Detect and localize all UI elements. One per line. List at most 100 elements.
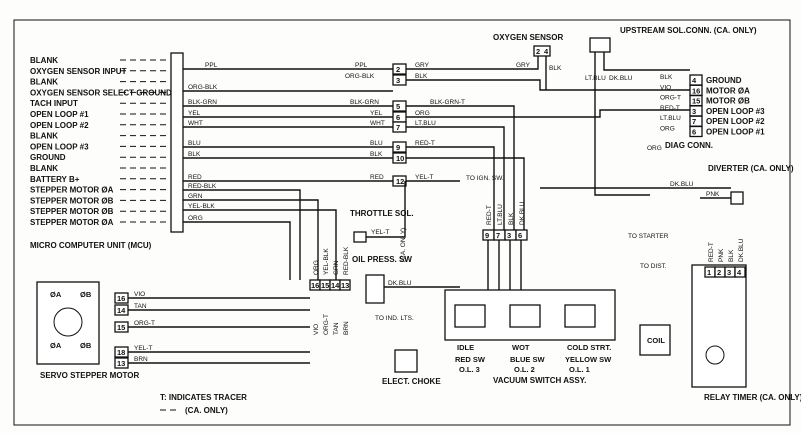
- mid-pin-num: 12: [396, 177, 404, 186]
- vac-switch-name: BLUE SW: [510, 355, 546, 364]
- svg-text:WHT: WHT: [370, 120, 385, 127]
- mcu-pin-label: GROUND: [30, 153, 66, 162]
- wire-yel-1: YEL: [188, 110, 201, 117]
- servo-wire-label: VIO: [134, 291, 145, 298]
- mcu-pin-label: OPEN LOOP #2: [30, 121, 89, 130]
- vac-switch: [509, 304, 541, 328]
- diagram-frame: [13, 19, 791, 426]
- ign-label: TO IGN. SW.: [466, 175, 504, 182]
- mcu-pin-label: OPEN LOOP #3: [30, 142, 89, 151]
- svg-text:4: 4: [544, 47, 549, 56]
- motor-pin-num: 15: [321, 281, 329, 290]
- svg-text:GRY: GRY: [516, 62, 531, 69]
- starter-label: TO STARTER: [628, 233, 669, 240]
- svg-text:YEL-T: YEL-T: [415, 174, 433, 181]
- mcu-connector: [170, 52, 184, 233]
- mcu-pin-label: BLANK: [30, 78, 58, 87]
- motor-wire-label: ORG: [313, 260, 320, 275]
- wire-orgblk-1: ORG-BLK: [188, 84, 218, 91]
- throttle-sol: [353, 231, 367, 243]
- svg-text:DK.BLU: DK.BLU: [388, 280, 412, 287]
- motor-connector: 16ORGVIO15YEL-BLKORG-T14GRNTAN13RED-BLKB…: [309, 246, 351, 335]
- motor-pin-num: 16: [311, 281, 319, 290]
- vac-wire-label: LT.BLU: [497, 204, 504, 225]
- relay-wire-label: DK.BLU: [738, 238, 745, 262]
- mcu-wires: [183, 68, 393, 280]
- motor-wire-label: RED-BLK: [343, 246, 350, 275]
- right-pin-num: 4: [692, 76, 697, 85]
- mcu-pin-label: OXYGEN SENSOR SELECT GROUND: [30, 88, 172, 97]
- vac-wire-label: RED-T: [486, 205, 493, 225]
- oil-press-switch: [365, 274, 385, 304]
- wire-blk-1: BLK: [188, 151, 201, 158]
- mcu-pin-label: TACH INPUT: [30, 99, 78, 108]
- servo-wire-label: ORG-T: [134, 320, 155, 327]
- right-pin-num: 16: [692, 86, 700, 95]
- vac-switch: [454, 304, 486, 328]
- vacuum-title: VACUUM SWITCH ASSY.: [493, 376, 586, 385]
- servo-phase-label: ØA: [50, 290, 62, 299]
- relay-title: RELAY TIMER (CA. ONLY): [704, 393, 801, 402]
- right-pin-label: OPEN LOOP #1: [706, 128, 765, 137]
- motor-pin-num: 14: [331, 281, 340, 290]
- diverter-title: DIVERTER (CA. ONLY): [708, 164, 794, 173]
- right-pin-num: 15: [692, 97, 700, 106]
- motor-pin-num: 13: [341, 281, 349, 290]
- mid-pin-num: 2: [396, 65, 400, 74]
- servo-phase-label: ØB: [80, 341, 92, 350]
- mcu-pin-list: BLANK1OXYGEN SENSOR INPUT2BLANK3OXYGEN S…: [30, 56, 183, 227]
- mcu-pin-label: STEPPER MOTOR ØA: [30, 186, 114, 195]
- mcu-pin-label: OXYGEN SENSOR INPUT: [30, 67, 127, 76]
- servo-phase-label: ØB: [80, 290, 92, 299]
- svg-text:2: 2: [536, 47, 540, 56]
- wire-org-1: ORG: [188, 215, 203, 222]
- vac-switch-state: COLD STRT.: [567, 343, 611, 352]
- servo-pin-num: 16: [117, 294, 125, 303]
- svg-text:BLK: BLK: [370, 151, 383, 158]
- svg-text:PNK: PNK: [706, 191, 720, 198]
- relay-pin-num: 2: [717, 268, 721, 277]
- legend-tracer: T: INDICATES TRACER: [160, 393, 247, 402]
- mcu-title: MICRO COMPUTER UNIT (MCU): [30, 241, 152, 250]
- svg-text:DK.BLU: DK.BLU: [670, 181, 694, 188]
- right-pin-wire: BLK: [660, 74, 673, 81]
- wire-ppl-1: PPL: [205, 62, 218, 69]
- mcu-pin-label: BLANK: [30, 56, 58, 65]
- vac-pin-num: 6: [518, 231, 522, 240]
- mcu-pin-label: STEPPER MOTOR ØB: [30, 196, 114, 205]
- relay-pin-box: [734, 266, 746, 278]
- servo-pin-num: 18: [117, 348, 125, 357]
- motor-wire-label: YEL-BLK: [323, 248, 330, 275]
- oil-press-to: TO IND. LTS.: [375, 315, 414, 322]
- vac-switch-name: YELLOW SW: [565, 355, 612, 364]
- oxygen-sensor-connector: [533, 45, 551, 57]
- motor-wire-label: GRN: [333, 260, 340, 275]
- servo-wire-label: TAN: [134, 303, 147, 310]
- right-pin-label: MOTOR ØB: [706, 97, 750, 106]
- wire-redblk-1: RED-BLK: [188, 183, 217, 190]
- vac-switch-state: WOT: [512, 343, 530, 352]
- right-pin-wire: RED-T: [660, 105, 680, 112]
- servo-pin-num: 15: [117, 323, 125, 332]
- mcu-pin-label: BATTERY B+: [30, 175, 80, 184]
- svg-text:ORG-BLK: ORG-BLK: [345, 73, 375, 80]
- servo-rotor-icon: [53, 307, 83, 337]
- right-pin-box: [689, 125, 703, 138]
- svg-text:LT.BLU: LT.BLU: [415, 120, 436, 127]
- right-pin-label: GROUND: [706, 76, 742, 85]
- mid-pin-num: 6: [396, 113, 400, 122]
- upstream-connector: [589, 37, 611, 53]
- servo-wire-label: BRN: [134, 356, 148, 363]
- right-pin-num: 7: [692, 117, 696, 126]
- right-pin-label: OPEN LOOP #3: [706, 107, 765, 116]
- mcu-pin-label: BLANK: [30, 132, 58, 141]
- svg-text:ORG: ORG: [647, 145, 662, 152]
- mcu-pin-label: STEPPER MOTOR ØA: [30, 218, 114, 227]
- right-pin-wire: ORG: [660, 126, 675, 133]
- wire-blu-1: BLU: [188, 140, 201, 147]
- svg-text:BLK-GRN: BLK-GRN: [350, 99, 379, 106]
